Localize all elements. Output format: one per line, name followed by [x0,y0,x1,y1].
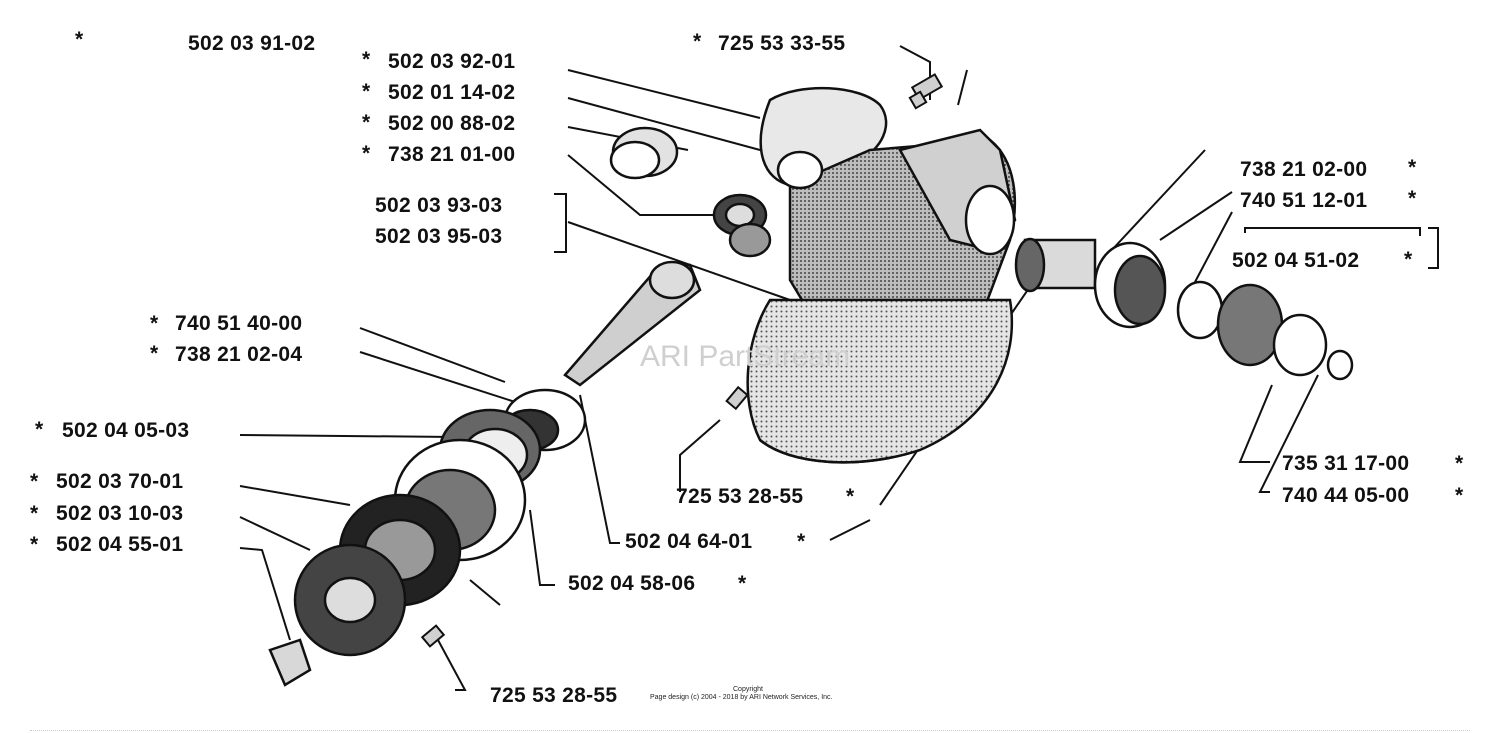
asterisk: * [1455,452,1464,475]
watermark: ARI PartStream [640,340,851,373]
part-label-502-04-51-02[interactable]: 502 04 51-02 [1232,249,1360,272]
asterisk: * [1404,248,1413,271]
asterisk: * [1408,156,1417,179]
asterisk: * [1455,484,1464,507]
part-label-735-31-17-00[interactable]: 735 31 17-00 [1282,452,1410,475]
asterisk: * [738,572,747,595]
part-label-502-03-91-02[interactable]: 502 03 91-02 [188,32,316,55]
part-label-740-51-12-01[interactable]: 740 51 12-01 [1240,189,1368,212]
part-label-502-03-10-03[interactable]: 502 03 10-03 [56,502,184,525]
asterisk: * [362,48,371,71]
part-label-738-21-02-00[interactable]: 738 21 02-00 [1240,158,1368,181]
part-label-502-03-93-03[interactable]: 502 03 93-03 [375,194,503,217]
asterisk: * [362,80,371,103]
asterisk: * [30,533,39,556]
part-label-738-21-02-04[interactable]: 738 21 02-04 [175,343,303,366]
asterisk: * [846,485,855,508]
part-label-725-53-33-55[interactable]: 725 53 33-55 [718,32,846,55]
part-label-502-01-14-02[interactable]: 502 01 14-02 [388,81,516,104]
part-label-502-04-05-03[interactable]: 502 04 05-03 [62,419,190,442]
copyright-text: Page design (c) 2004 - 2018 by ARI Netwo… [650,694,833,701]
asterisk: * [797,530,806,553]
asterisk: * [75,28,84,51]
part-label-502-03-70-01[interactable]: 502 03 70-01 [56,470,184,493]
asterisk: * [693,30,702,53]
part-label-502-03-95-03[interactable]: 502 03 95-03 [375,225,503,248]
part-label-725-53-28-55[interactable]: 725 53 28-55 [676,485,804,508]
asterisk: * [362,142,371,165]
part-label-502-04-58-06[interactable]: 502 04 58-06 [568,572,696,595]
part-label-502-03-92-01[interactable]: 502 03 92-01 [388,50,516,73]
asterisk: * [30,470,39,493]
part-label-502-00-88-02[interactable]: 502 00 88-02 [388,112,516,135]
footer-divider [30,730,1470,731]
part-label-740-51-40-00[interactable]: 740 51 40-00 [175,312,303,335]
asterisk: * [1408,187,1417,210]
part-label-738-21-01-00[interactable]: 738 21 01-00 [388,143,516,166]
asterisk: * [362,111,371,134]
asterisk: * [150,312,159,335]
part-label-740-44-05-00[interactable]: 740 44 05-00 [1282,484,1410,507]
part-label-502-04-55-01[interactable]: 502 04 55-01 [56,533,184,556]
asterisk: * [30,502,39,525]
asterisk: * [35,418,44,441]
asterisk: * [150,342,159,365]
part-label-502-04-64-01[interactable]: 502 04 64-01 [625,530,753,553]
copyright-title: Copyright [733,686,763,693]
part-label-725-53-28-55-bottom[interactable]: 725 53 28-55 [490,684,618,707]
